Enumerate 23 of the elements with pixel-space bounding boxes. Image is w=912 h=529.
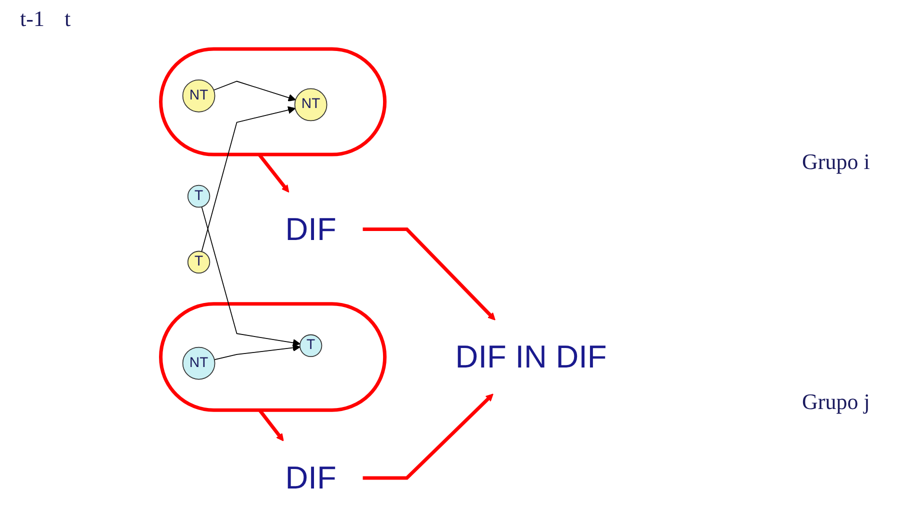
arrow: [201, 206, 300, 347]
node-circle: NT: [182, 79, 216, 112]
column-header: t-1: [20, 6, 44, 33]
node-text: DIF IN DIF: [455, 338, 607, 375]
arrow: [362, 394, 494, 480]
group-label: Grupo j: [802, 389, 871, 415]
arrow: [362, 227, 496, 320]
column-header: t: [64, 6, 71, 33]
node-text: DIF: [285, 210, 336, 247]
arrow: [258, 153, 290, 193]
node-circle: T: [299, 334, 322, 358]
node-circle: T: [187, 250, 210, 274]
arrow: [258, 409, 284, 442]
cluster: [159, 47, 387, 156]
group-label: Grupo i: [802, 149, 871, 175]
arrow: [214, 344, 300, 360]
node-text: DIF: [285, 459, 336, 496]
arrow: [201, 106, 296, 252]
arrow: [213, 80, 296, 102]
cluster: [159, 302, 387, 412]
node-circle: NT: [182, 346, 216, 380]
node-circle: T: [187, 184, 210, 208]
node-circle: NT: [294, 88, 328, 122]
